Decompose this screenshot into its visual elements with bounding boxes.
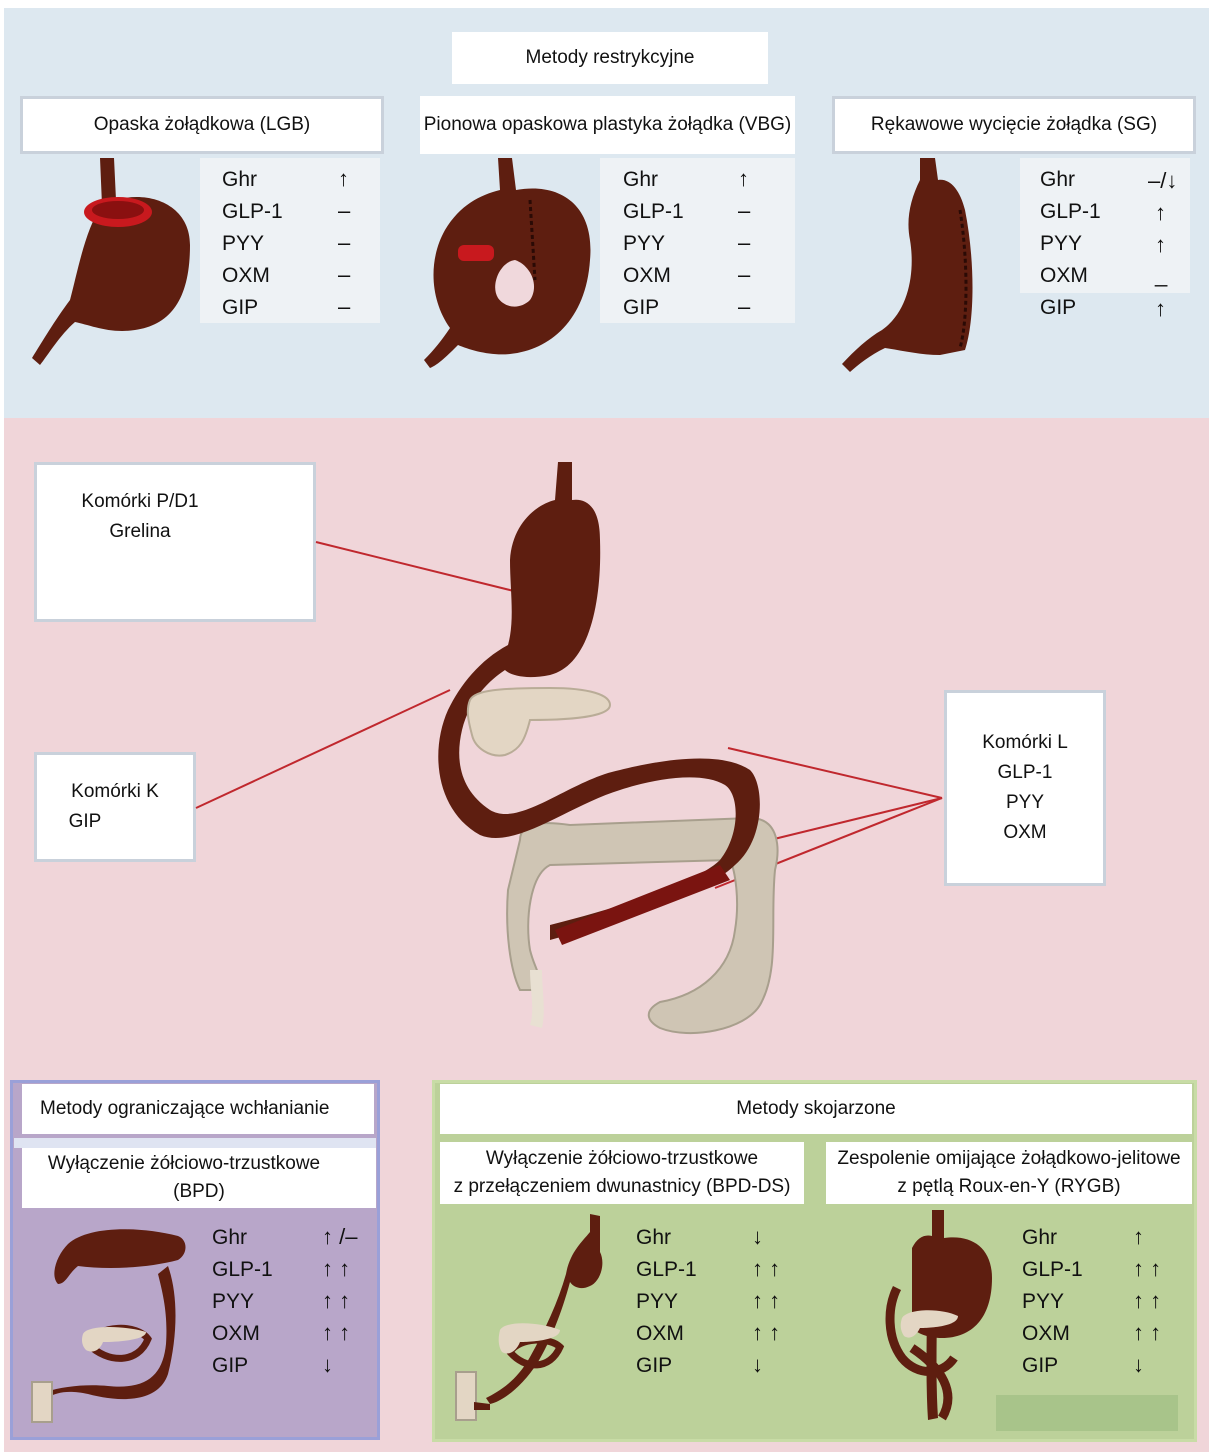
effect-dash: – bbox=[738, 294, 750, 320]
sg-header: Rękawowe wycięcie żołądka (SG) bbox=[832, 96, 1196, 154]
rygb-header: Zespolenie omijające żołądkowo-jelitowe … bbox=[826, 1142, 1192, 1204]
bpd-illustration bbox=[28, 1214, 198, 1426]
effect-arrow: ↑ ↑ bbox=[322, 1320, 350, 1346]
rygb-name-line1: Zespolenie omijające żołądkowo-jelitowe bbox=[837, 1145, 1180, 1173]
restrictive-title: Metody restrykcyjne bbox=[452, 32, 768, 84]
bpdds-name-line1: Wyłączenie żółciowo-trzustkowe bbox=[486, 1145, 758, 1173]
effect-arrow: ↑ bbox=[1155, 296, 1166, 322]
hormone-label: GLP-1 bbox=[623, 200, 684, 224]
malabsorptive-title-text: Metody ograniczające wchłanianie bbox=[40, 1094, 329, 1124]
gip-label: GIP bbox=[69, 807, 102, 837]
malabsorptive-divider bbox=[14, 1138, 376, 1148]
hormone-label: Ghr bbox=[636, 1226, 671, 1250]
effect-arrow: ↓ bbox=[322, 1352, 333, 1378]
effect-arrow: ↑ ↑ bbox=[322, 1256, 350, 1282]
hormone-label: GIP bbox=[636, 1354, 672, 1378]
hormone-label: Ghr bbox=[1040, 168, 1075, 192]
hormone-label: OXM bbox=[1040, 264, 1088, 288]
hormone-label: GIP bbox=[1040, 296, 1076, 320]
vbg-header: Pionowa opaskowa plastyka żołądka (VBG) bbox=[420, 96, 795, 154]
effect-arrow: ↑ bbox=[1133, 1224, 1144, 1250]
effect-dash: – bbox=[338, 198, 350, 224]
effect-arrow: ↑ bbox=[1155, 200, 1166, 226]
k-cells-box: Komórki K GIP bbox=[34, 752, 196, 862]
hormone-label: PYY bbox=[1022, 1290, 1064, 1314]
effect-arrow: ↑ ↑ bbox=[752, 1288, 780, 1314]
lgb-stomach-illustration bbox=[30, 150, 210, 370]
effect-dash: – bbox=[738, 230, 750, 256]
l-leader-line-1 bbox=[728, 748, 942, 798]
vbg-name: Pionowa opaskowa plastyka żołądka (VBG) bbox=[424, 110, 792, 140]
hormone-label: GIP bbox=[1022, 1354, 1058, 1378]
effect-arrow: ↑ ↑ bbox=[1133, 1320, 1161, 1346]
hormone-label: PYY bbox=[636, 1290, 678, 1314]
bpdds-illustration bbox=[450, 1212, 610, 1424]
lgb-header: Opaska żołądkowa (LGB) bbox=[20, 96, 384, 154]
rygb-name-line2: z pętlą Roux-en-Y (RYGB) bbox=[897, 1173, 1120, 1201]
hormone-label: OXM bbox=[222, 264, 270, 288]
hormone-label: Ghr bbox=[623, 168, 658, 192]
hormone-label: Ghr bbox=[222, 168, 257, 192]
effect-arrow: ↓ bbox=[1133, 1352, 1144, 1378]
hormone-label: PYY bbox=[1040, 232, 1082, 256]
effect-arrow: ↑ ↑ bbox=[322, 1288, 350, 1314]
sg-stomach-illustration bbox=[840, 150, 1020, 380]
effect-arrow: ↑ bbox=[1155, 232, 1166, 258]
ghrelin-label: Grelina bbox=[109, 517, 170, 547]
hormone-label: OXM bbox=[212, 1322, 260, 1346]
effect-arrow: ↓ bbox=[752, 1224, 763, 1250]
effect-dash: _ bbox=[1155, 262, 1167, 288]
hormone-label: PYY bbox=[212, 1290, 254, 1314]
effect-arrow: ↑ bbox=[338, 166, 349, 192]
effect-arrow: ↑ ↑ bbox=[752, 1320, 780, 1346]
effect-arrow: ↑ ↑ bbox=[1133, 1256, 1161, 1282]
effect-dash: – bbox=[738, 198, 750, 224]
sg-name: Rękawowe wycięcie żołądka (SG) bbox=[871, 110, 1157, 140]
rygb-illustration bbox=[872, 1208, 1012, 1426]
effect-arrow: ↑ ↑ bbox=[1133, 1288, 1161, 1314]
effect-arrow: ↑ bbox=[738, 166, 749, 192]
lgb-name: Opaska żołądkowa (LGB) bbox=[94, 110, 311, 140]
combined-title: Metody skojarzone bbox=[440, 1084, 1192, 1134]
hormone-label: Ghr bbox=[1022, 1226, 1057, 1250]
hormone-label: PYY bbox=[623, 232, 665, 256]
hormone-label: GIP bbox=[222, 296, 258, 320]
effect-dash: – bbox=[338, 294, 350, 320]
hormone-label: GLP-1 bbox=[636, 1258, 697, 1282]
pd1-leader-line bbox=[316, 542, 530, 595]
combined-title-text: Metody skojarzone bbox=[736, 1094, 895, 1124]
malabsorptive-title: Metody ograniczające wchłanianie bbox=[22, 1084, 374, 1134]
green-block bbox=[996, 1395, 1178, 1431]
hormone-label: GLP-1 bbox=[212, 1258, 273, 1282]
k-leader-line bbox=[196, 690, 450, 808]
bpdds-header: Wyłączenie żółciowo-trzustkowe z przełąc… bbox=[440, 1142, 804, 1204]
k-cells-label: Komórki K bbox=[71, 777, 159, 807]
effect-arrow: ↑ ↑ bbox=[752, 1256, 780, 1282]
hormone-label: GIP bbox=[212, 1354, 248, 1378]
bpdds-name-line2: z przełączeniem dwunastnicy (BPD-DS) bbox=[454, 1173, 791, 1201]
l-leader-line-2 bbox=[770, 798, 942, 840]
bpd-name-line1: Wyłączenie żółciowo-trzustkowe bbox=[48, 1150, 320, 1178]
bpd-header: Wyłączenie żółciowo-trzustkowe (BPD) bbox=[22, 1148, 376, 1208]
pd1-cells-label: Komórki P/D1 bbox=[81, 487, 198, 517]
gi-tract-illustration bbox=[190, 450, 1110, 1050]
effect-dash: – bbox=[338, 230, 350, 256]
hormone-label: GLP-1 bbox=[1022, 1258, 1083, 1282]
restrictive-title-text: Metody restrykcyjne bbox=[526, 43, 695, 73]
hormone-label: GLP-1 bbox=[1040, 200, 1101, 224]
effect-arrow: –/↓ bbox=[1148, 168, 1177, 194]
hormone-label: Ghr bbox=[212, 1226, 247, 1250]
effect-arrow: ↑ /– bbox=[322, 1224, 357, 1250]
effect-arrow: ↓ bbox=[752, 1352, 763, 1378]
hormone-label: OXM bbox=[1022, 1322, 1070, 1346]
vbg-stomach-illustration bbox=[420, 150, 610, 370]
hormone-label: PYY bbox=[222, 232, 264, 256]
bpd-name-line2: (BPD) bbox=[173, 1178, 225, 1206]
hormone-label: OXM bbox=[623, 264, 671, 288]
hormone-label: OXM bbox=[636, 1322, 684, 1346]
effect-dash: – bbox=[738, 262, 750, 288]
hormone-label: GLP-1 bbox=[222, 200, 283, 224]
hormone-label: GIP bbox=[623, 296, 659, 320]
effect-dash: – bbox=[338, 262, 350, 288]
